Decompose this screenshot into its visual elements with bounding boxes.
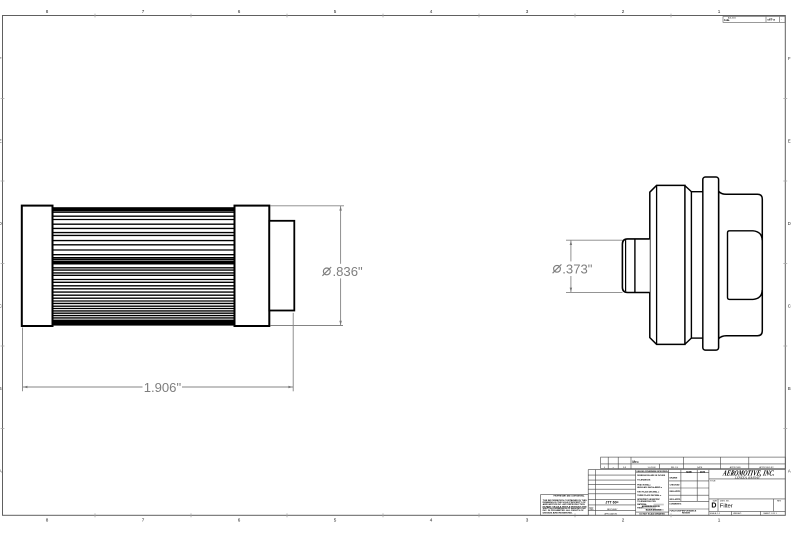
svg-text:JTT 60=: JTT 60= <box>605 500 618 504</box>
svg-text:C: C <box>788 303 791 308</box>
svg-text:2: 2 <box>622 518 625 523</box>
svg-text:ALUMINUM 6061-T6: ALUMINUM 6061-T6 <box>642 505 660 508</box>
svg-text:.373": .373" <box>562 262 592 277</box>
svg-text:SIZE: SIZE <box>713 500 718 502</box>
svg-text:5: 5 <box>334 518 337 523</box>
svg-text:FINISH: FINISH <box>637 508 644 510</box>
svg-text:DWG. NO.: DWG. NO. <box>720 500 730 502</box>
svg-text:B: B <box>0 386 2 391</box>
svg-text:4: 4 <box>430 9 433 14</box>
svg-text:REV: REV <box>777 500 782 502</box>
svg-text:USED: USED <box>589 509 594 511</box>
svg-text:INC. IS PROHIBITED. ALL RIGHTS: INC. IS PROHIBITED. ALL RIGHTS OF <box>543 509 585 512</box>
svg-text:COMMENTS:: COMMENTS: <box>669 504 682 506</box>
svg-text:1.906": 1.906" <box>144 380 182 395</box>
svg-text:8: 8 <box>46 518 49 523</box>
svg-text:MFG APPR.: MFG APPR. <box>670 498 681 501</box>
svg-text:Ada-: Ada- <box>724 18 730 22</box>
svg-text:B: B <box>788 386 791 391</box>
svg-text:.836": .836" <box>333 264 363 279</box>
svg-text:SCALE: 1:1: SCALE: 1:1 <box>710 512 721 515</box>
svg-text:6: 6 <box>238 9 241 14</box>
svg-text:APPLICATION: APPLICATION <box>605 512 618 515</box>
svg-text:TWO PLACE DECIMAL ±: TWO PLACE DECIMAL ± <box>637 490 659 493</box>
svg-text:ANGULAR: MACH± BEND ±: ANGULAR: MACH± BEND ± <box>637 486 662 489</box>
svg-text:DATE: DATE <box>697 466 703 469</box>
svg-text:REVIEW: REVIEW <box>682 513 690 515</box>
svg-text:E: E <box>0 138 2 143</box>
svg-text:8: 8 <box>46 9 49 14</box>
svg-text:TITLE:: TITLE: <box>710 480 716 482</box>
svg-text:LENEXA, KANSAS: LENEXA, KANSAS <box>733 476 760 481</box>
svg-text:D: D <box>788 221 791 226</box>
svg-text:THREE PLACE DECIMAL ±: THREE PLACE DECIMAL ± <box>637 494 661 497</box>
svg-text:REL 1/4: REL 1/4 <box>671 467 679 469</box>
svg-text:=: = <box>613 467 615 469</box>
svg-text:DATE: DATE <box>700 470 706 473</box>
svg-text:TOLERANCES:: TOLERANCES: <box>637 478 651 481</box>
svg-text:DRAWING IS THE SOLE PROPERTY O: DRAWING IS THE SOLE PROPERTY OF <box>543 501 587 504</box>
svg-text:6: 6 <box>238 518 241 523</box>
svg-text:DRAWN: DRAWN <box>670 476 678 479</box>
svg-text:1: 1 <box>718 9 721 14</box>
svg-text:ASSY: ASSY <box>589 506 593 509</box>
svg-text:FRACTIONAL±: FRACTIONAL± <box>637 484 650 487</box>
svg-text:s6T-a: s6T-a <box>767 18 775 22</box>
svg-text:8-8: 8-8 <box>623 467 627 469</box>
svg-text:A: A <box>788 468 791 473</box>
svg-text:Me=: Me= <box>632 460 638 464</box>
svg-text:F: F <box>0 56 2 61</box>
svg-text:FUNCTION/PERFORMANCE: FUNCTION/PERFORMANCE <box>670 509 697 512</box>
svg-text:AEROMOTIVE INC. ANY REPRODUCTI: AEROMOTIVE INC. ANY REPRODUCTION <box>543 503 586 506</box>
svg-text:SHEET 1 OF 1: SHEET 1 OF 1 <box>763 513 777 515</box>
svg-text:PROPRIETARY AND CONFIDENTIAL: PROPRIETARY AND CONFIDENTIAL <box>554 495 586 498</box>
svg-text:INTERPRET GEOMETRIC: INTERPRET GEOMETRIC <box>637 499 660 501</box>
svg-text:1: 1 <box>718 518 721 523</box>
svg-text:A: A <box>0 468 3 473</box>
svg-text:A04-1006: A04-1006 <box>728 17 736 20</box>
svg-text:1-4-2008: 1-4-2008 <box>647 467 656 469</box>
svg-text:Filter: Filter <box>720 504 733 510</box>
svg-text:F: F <box>788 56 791 61</box>
svg-text:TOLERANCING PER:: TOLERANCING PER: <box>637 500 656 503</box>
svg-text:DIMENSIONS ARE IN INCHES: DIMENSIONS ARE IN INCHES <box>637 474 666 477</box>
svg-text:NEXT ASSY: NEXT ASSY <box>607 508 618 511</box>
svg-text:AEROMOTIVE, INC.: AEROMOTIVE, INC. <box>721 469 775 478</box>
svg-text:7: 7 <box>142 518 145 523</box>
svg-text:THE INFORMATION CONTAINED IN T: THE INFORMATION CONTAINED IN THIS <box>543 499 588 502</box>
svg-text:3: 3 <box>526 518 529 523</box>
svg-text:C: C <box>0 303 3 308</box>
svg-text:D: D <box>711 503 716 510</box>
svg-text:DESIGN ARE RESERVED.: DESIGN ARE RESERVED. <box>543 512 574 515</box>
svg-text:ENG APPR.: ENG APPR. <box>670 490 681 493</box>
svg-text:WEIGHT:: WEIGHT: <box>733 513 742 515</box>
svg-text:4: 4 <box>604 467 606 469</box>
svg-text:UNLESS OTHERWISE SPECIFIED:: UNLESS OTHERWISE SPECIFIED: <box>637 471 669 473</box>
svg-text:APPROVED: APPROVED <box>730 466 742 469</box>
svg-text:APPROVED BY: APPROVED BY <box>759 466 774 469</box>
svg-text:IN PART OR AS A WHOLE WITHOUT: IN PART OR AS A WHOLE WITHOUT THE <box>543 505 588 508</box>
svg-text:CHECKED: CHECKED <box>670 485 680 487</box>
svg-text:MATERIAL: MATERIAL <box>637 503 647 506</box>
svg-text:NAME: NAME <box>686 470 693 473</box>
svg-text:BLACK ANODIZE: BLACK ANODIZE <box>646 509 662 512</box>
svg-text:3: 3 <box>526 9 529 14</box>
svg-text:5: 5 <box>334 9 337 14</box>
svg-text:E: E <box>788 138 791 143</box>
svg-text:DO NOT SCALE DRAWING: DO NOT SCALE DRAWING <box>640 513 666 516</box>
svg-text:4: 4 <box>430 518 433 523</box>
svg-text:-: - <box>781 19 782 21</box>
svg-text:D: D <box>0 221 3 226</box>
svg-text:WRITTEN PERMISSION OF AEROMOTI: WRITTEN PERMISSION OF AEROMOTIVE <box>543 507 587 510</box>
svg-text:2: 2 <box>622 9 625 14</box>
svg-text:7: 7 <box>142 9 145 14</box>
